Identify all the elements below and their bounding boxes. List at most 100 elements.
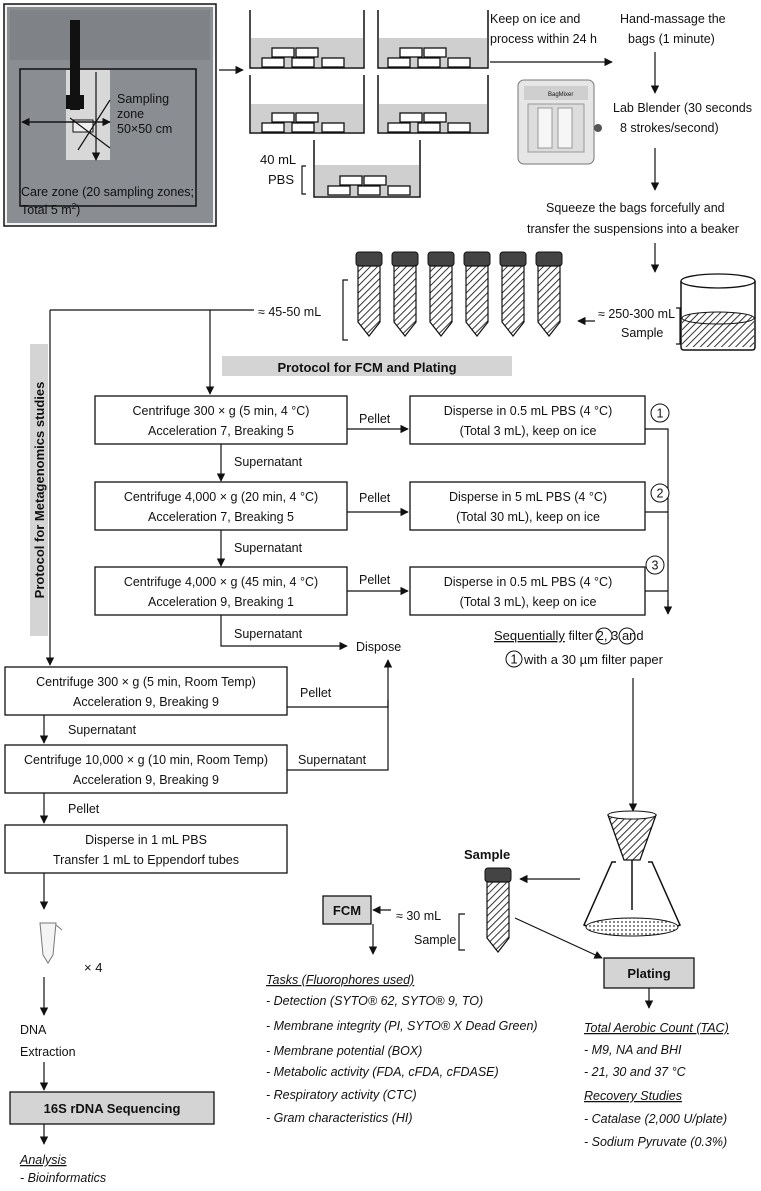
metagenomics-header — [30, 344, 48, 636]
bag-3 — [249, 75, 365, 134]
tac-title: Total Aerobic Count (TAC) — [584, 1021, 729, 1035]
pbs-volume-label: 40 mL — [260, 152, 296, 167]
massage-label-2: bags (1 minute) — [628, 32, 715, 46]
plating-label: Plating — [627, 966, 670, 981]
svg-text:1: 1 — [510, 652, 517, 667]
disperse-3-line-1: Disperse in 0.5 mL PBS (4 °C) — [444, 575, 612, 589]
centrifuge-1-line-2: Acceleration 7, Breaking 5 — [148, 424, 294, 438]
meta-pellet-2: Pellet — [68, 802, 100, 816]
disperse-3-box — [409, 566, 646, 616]
disperse-2-box — [409, 481, 646, 531]
keep-ice-label-2: process within 24 h — [490, 32, 597, 46]
sample-tube-icon — [484, 867, 512, 953]
bag-5 — [313, 140, 421, 198]
beaker-sample-label: Sample — [621, 326, 663, 340]
recovery-item-2: - Sodium Pyruvate (0.3%) — [584, 1135, 727, 1149]
fcm-plating-header — [222, 356, 512, 376]
sampling-zone-label-2: zone — [117, 107, 144, 121]
circle-number-3: 3 — [645, 555, 665, 575]
task-1: - Detection (SYTO® 62, SYTO® 9, TO) — [266, 994, 483, 1008]
supernatant-2: Supernatant — [234, 541, 303, 555]
filtration-flask-icon — [583, 810, 681, 937]
meta-pellet-1: Pellet — [300, 686, 332, 700]
centrifuge-2-line-2: Acceleration 7, Breaking 5 — [148, 510, 294, 524]
centrifuge-2-box — [94, 481, 348, 531]
recovery-title: Recovery Studies — [584, 1089, 682, 1103]
plating-box — [603, 957, 695, 989]
meta-supernatant: Supernatant — [68, 723, 137, 737]
centrifuge-1-line-1: Centrifuge 300 × g (5 min, 4 °C) — [133, 404, 310, 418]
bag-1 — [249, 10, 365, 69]
recovery-item-1: - Catalase (2,000 U/plate) — [584, 1112, 727, 1126]
blender-label-1: Lab Blender (30 seconds — [613, 101, 752, 115]
meta-supernatant-2: Supernatant — [298, 753, 367, 767]
disperse-3-line-2: (Total 3 mL), keep on ice — [460, 595, 597, 609]
lab-blender-image: BagMixer — [517, 79, 602, 165]
meta-centrifuge-2-line-2: Acceleration 9, Breaking 9 — [73, 773, 219, 787]
meta-disperse-line-2: Transfer 1 mL to Eppendorf tubes — [53, 853, 239, 867]
centrifuge-3-line-1: Centrifuge 4,000 × g (45 min, 4 °C) — [124, 575, 318, 589]
falcon-tubes — [355, 251, 563, 337]
meta-disperse-line-1: Disperse in 1 mL PBS — [85, 833, 207, 847]
task-3: - Membrane potential (BOX) — [266, 1044, 422, 1058]
centrifuge-3-line-2: Acceleration 9, Breaking 1 — [148, 595, 294, 609]
sampling-photo: Sampling zone 50×50 cm Care zone (20 sam… — [3, 3, 217, 227]
fcm-plating-header-text: Protocol for FCM and Plating — [277, 360, 456, 375]
sequencing-label: 16S rDNA Sequencing — [44, 1101, 181, 1116]
disperse-2-line-2: (Total 30 mL), keep on ice — [456, 510, 600, 524]
meta-centrifuge-2-line-1: Centrifuge 10,000 × g (10 min, Room Temp… — [24, 753, 268, 767]
svg-text:1: 1 — [657, 407, 664, 421]
squeeze-label-1: Squeeze the bags forcefully and — [546, 201, 725, 215]
task-4: - Metabolic activity (FDA, cFDA, cFDASE) — [266, 1065, 499, 1079]
disperse-1-line-2: (Total 3 mL), keep on ice — [460, 424, 597, 438]
svg-text:3: 3 — [652, 559, 659, 573]
pbs-label: PBS — [268, 172, 294, 187]
meta-centrifuge-2-box — [4, 744, 288, 794]
centrifuge-2-line-1: Centrifuge 4,000 × g (20 min, 4 °C) — [124, 490, 318, 504]
pbs-bracket — [301, 165, 306, 195]
meta-centrifuge-1-line-2: Acceleration 9, Breaking 9 — [73, 695, 219, 709]
beaker-icon — [680, 273, 756, 351]
bag-4 — [377, 75, 489, 134]
circle-number-2: 2 — [650, 483, 670, 503]
care-zone-label-1: Care zone (20 sampling zones; — [21, 185, 194, 199]
sampling-zone-label-3: 50×50 cm — [117, 122, 172, 136]
massage-label-1: Hand-massage the — [620, 12, 726, 26]
filter-line-1: Sequentially filter 2, 3 and — [494, 628, 644, 643]
filter-line-2: 1 with a 30 µm filter paper — [505, 650, 664, 668]
metagenomics-header-text: Protocol for Metagenomics studies — [32, 382, 47, 599]
eppendorf-tube-icon — [39, 922, 63, 964]
analysis-item: - Bioinformatics — [20, 1171, 106, 1185]
pellet-3: Pellet — [359, 573, 391, 587]
meta-disperse-box — [4, 824, 288, 874]
blender-label-2: 8 strokes/second) — [620, 121, 719, 135]
tubes-volume-label: ≈ 45-50 mL — [258, 305, 321, 319]
times-four: × 4 — [84, 960, 102, 975]
dna-label-2: Extraction — [20, 1045, 76, 1059]
sample-title: Sample — [464, 847, 510, 862]
svg-text:2: 2 — [657, 487, 664, 501]
beaker-volume-label: ≈ 250-300 mL — [598, 307, 675, 321]
tasks-title: Tasks (Fluorophores used) — [266, 973, 414, 987]
disperse-1-box — [409, 395, 646, 445]
care-zone-label-2: Total 5 m2) — [21, 202, 80, 217]
meta-centrifuge-1-line-1: Centrifuge 300 × g (5 min, Room Temp) — [36, 675, 256, 689]
fcm-label: FCM — [333, 903, 361, 918]
meta-centrifuge-1-box — [4, 666, 288, 716]
disperse-2-line-1: Disperse in 5 mL PBS (4 °C) — [449, 490, 607, 504]
circle-number-1: 1 — [650, 403, 670, 423]
svg-text:with a 30 µm filter paper: with a 30 µm filter paper — [523, 652, 664, 667]
keep-ice-label-1: Keep on ice and — [490, 12, 580, 26]
fcm-box — [322, 895, 372, 925]
sample-volume: ≈ 30 mL — [396, 909, 441, 923]
pellet-1: Pellet — [359, 412, 391, 426]
task-5: - Respiratory activity (CTC) — [266, 1088, 417, 1102]
sequencing-box — [9, 1091, 215, 1125]
blender-brand: BagMixer — [548, 92, 573, 98]
supernatant-3: Supernatant — [234, 627, 303, 641]
stomacher-bags: 40 mL PBS — [249, 10, 489, 198]
task-2: - Membrane integrity (PI, SYTO® X Dead G… — [266, 1019, 538, 1033]
sampling-zone-label-1: Sampling — [117, 92, 169, 106]
tac-item-2: - 21, 30 and 37 °C — [584, 1065, 687, 1079]
